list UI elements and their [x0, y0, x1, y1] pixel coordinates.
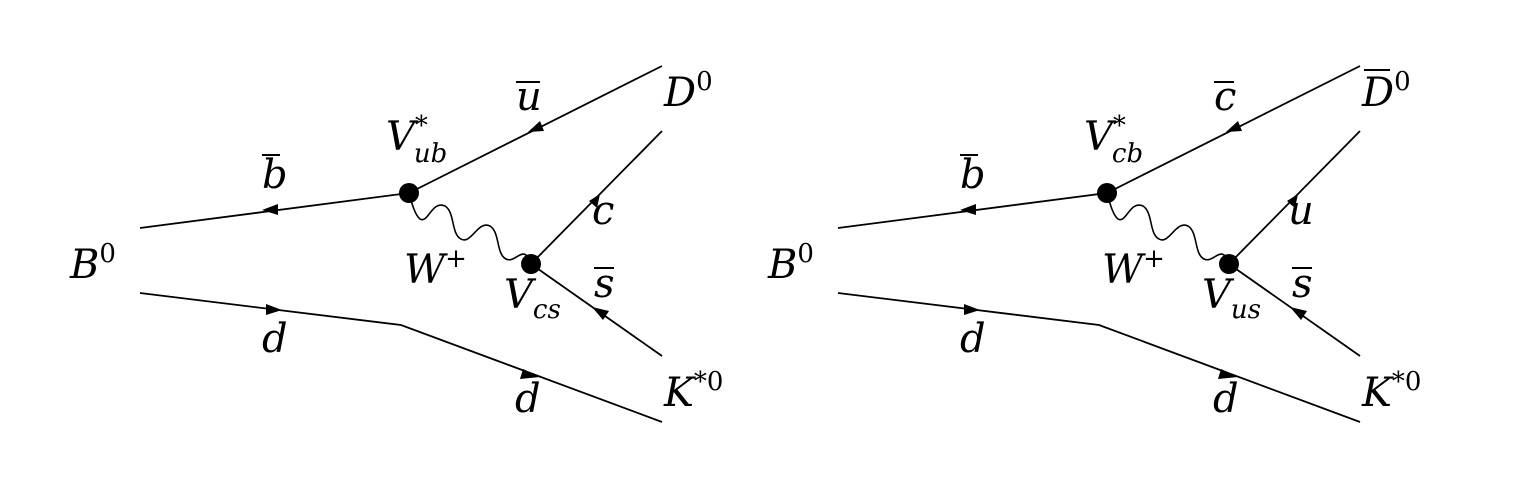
d-right-arrow — [520, 369, 540, 379]
vertex-bottom — [521, 254, 541, 274]
c-quark-arrow — [589, 194, 600, 208]
vertex-top-label: V*cb — [1084, 111, 1143, 169]
d-left-arrow — [964, 304, 980, 315]
b-antiquark-arrow — [960, 204, 976, 215]
bottom-right-quark-label: d — [515, 376, 541, 422]
vertex-bottom-label: Vcs — [504, 272, 561, 325]
top-right-antiquark-label: u — [516, 74, 542, 120]
final-bottom-label: K*0 — [663, 367, 723, 416]
initial-meson-label: B0 — [767, 239, 814, 288]
bottom-left-quark-label: d — [960, 316, 986, 362]
top-left-quark-label: b — [262, 152, 288, 198]
bottom-right-quark-label: d — [1213, 376, 1239, 422]
final-top-label: D0 — [1361, 67, 1411, 116]
vertex-top — [399, 183, 419, 203]
vertex-top — [1097, 183, 1117, 203]
d-right-arrow — [1218, 369, 1238, 379]
s-antiquark-arrow — [1290, 307, 1307, 320]
right-antiquark-label: s — [594, 261, 615, 307]
c-antiquark-arrow — [1226, 121, 1242, 132]
d-spectator-line — [139, 292, 663, 423]
feynman-diagram-1: B0 b d d u c s W+ V*ub Vcs D0 K*0 — [69, 65, 723, 423]
u-quark-arrow — [1287, 194, 1298, 208]
d-left-arrow — [266, 304, 282, 315]
w-boson-propagator — [1106, 192, 1230, 265]
boson-label: W+ — [1102, 244, 1165, 293]
vertex-bottom — [1219, 254, 1239, 274]
initial-meson-label: B0 — [69, 239, 116, 288]
u-antiquark-arrow — [528, 121, 544, 132]
final-top-label: D0 — [663, 67, 713, 116]
right-quark-label: c — [592, 188, 614, 234]
top-left-quark-label: b — [960, 152, 986, 198]
feynman-diagram-2: B0 b d d c u s W+ V*cb Vus D0 K*0 — [767, 65, 1421, 423]
top-right-antiquark-label: c — [1214, 74, 1236, 120]
d-spectator-line — [837, 292, 1361, 423]
boson-label: W+ — [404, 244, 467, 293]
right-antiquark-label: s — [1292, 261, 1313, 307]
right-quark-label: u — [1288, 188, 1314, 234]
w-boson-propagator — [408, 192, 532, 265]
b-antiquark-arrow — [262, 204, 278, 215]
vertex-top-label: V*ub — [386, 111, 447, 169]
vertex-bottom-label: Vus — [1202, 272, 1261, 325]
final-bottom-label: K*0 — [1361, 367, 1421, 416]
s-antiquark-arrow — [592, 307, 609, 320]
bottom-left-quark-label: d — [262, 316, 288, 362]
